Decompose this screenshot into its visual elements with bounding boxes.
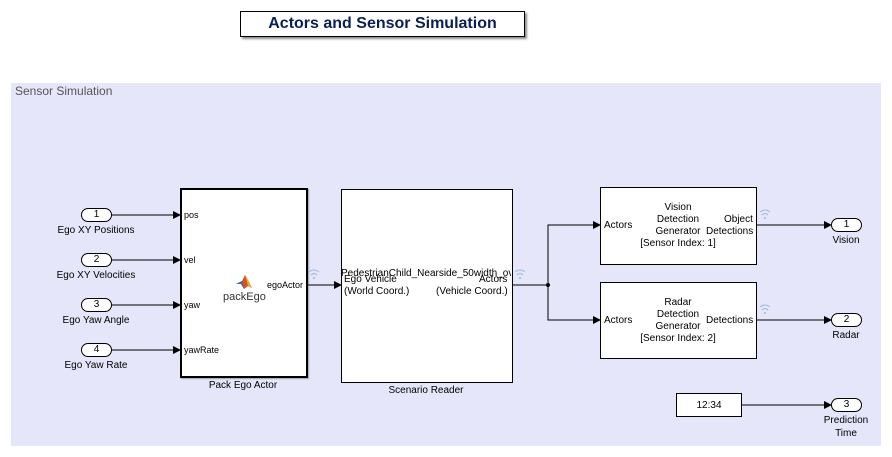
- outport-1[interactable]: 1: [831, 218, 862, 232]
- radar-block-text: Radar Detection Generator [Sensor Index:…: [630, 297, 726, 345]
- pack-ego-output-egoactor: egoActor: [267, 280, 304, 290]
- radar-detection-generator-block[interactable]: [600, 282, 757, 359]
- vision-output-line2: Detections: [706, 226, 754, 237]
- inport-3-label: Ego Yaw Angle: [62, 315, 130, 326]
- vision-line-1: Vision: [664, 202, 692, 213]
- outport-3-label-line1: Prediction: [823, 415, 869, 426]
- radar-line-3: Generator: [655, 321, 701, 332]
- radar-line-4: [Sensor Index: 2]: [640, 333, 716, 344]
- radar-output-label: Detections: [706, 315, 754, 326]
- scenario-reader-block[interactable]: [341, 189, 513, 383]
- scenario-output-line1: Actors: [479, 274, 508, 285]
- inport-1-label: Ego XY Positions: [57, 225, 135, 236]
- vision-line-4: [Sensor Index: 1]: [640, 238, 716, 249]
- pack-ego-input-vel: vel: [184, 255, 196, 265]
- inport-4[interactable]: 4: [81, 343, 112, 357]
- radar-line-1: Radar: [664, 297, 692, 308]
- vision-input-label: Actors: [604, 220, 633, 231]
- vision-block-text: Vision Detection Generator [Sensor Index…: [630, 202, 726, 250]
- model-title: Actors and Sensor Simulation: [240, 11, 525, 37]
- outport-2-label: Radar: [832, 330, 860, 341]
- wireless-signal-icon: [308, 269, 320, 279]
- inport-1[interactable]: 1: [81, 208, 112, 222]
- wireless-signal-icon: [759, 304, 771, 314]
- inport-2[interactable]: 2: [81, 253, 112, 267]
- vision-detection-generator-block[interactable]: [600, 187, 757, 265]
- inport-2-label: Ego XY Velocities: [56, 270, 136, 281]
- outport-3-label-line2: Time: [835, 428, 857, 439]
- vision-output-line1: Object: [724, 214, 753, 225]
- vision-line-3: Generator: [655, 226, 701, 237]
- scenario-reader-caption: Scenario Reader: [388, 385, 464, 396]
- inport-4-label: Ego Yaw Rate: [64, 360, 128, 371]
- outport-1-label: Vision: [832, 235, 860, 246]
- pack-ego-caption: Pack Ego Actor: [208, 380, 278, 391]
- wireless-signal-icon: [514, 269, 526, 279]
- pack-ego-input-yaw: yaw: [184, 300, 201, 310]
- radar-line-2: Detection: [656, 309, 700, 320]
- wire-actors-radar: [547, 285, 601, 324]
- pack-ego-input-pos: pos: [184, 210, 199, 220]
- sensor-simulation-label: Sensor Simulation: [15, 84, 113, 98]
- wireless-signal-icon: [759, 209, 771, 219]
- wire-actors-branch: [512, 221, 601, 286]
- vision-line-2: Detection: [656, 214, 700, 225]
- pack-ego-input-yawrate: yawRate: [184, 345, 220, 355]
- matlab-logo-icon: [236, 275, 252, 289]
- branch-point: [546, 283, 550, 287]
- scenario-output-line2: (Vehicle Coord.): [436, 286, 508, 297]
- pack-ego-function-name: packEgo: [223, 291, 266, 303]
- outport-2[interactable]: 2: [831, 313, 862, 327]
- inport-3[interactable]: 3: [81, 298, 112, 312]
- scenario-input-line2: (World Coord.): [344, 286, 410, 297]
- scenario-input-line1: Ego Vehicle: [344, 274, 397, 285]
- clock-display-block[interactable]: 12:34: [676, 393, 742, 417]
- radar-input-label: Actors: [604, 315, 633, 326]
- scenario-file-name: PedestrianChild_Nearside_50width_ov: [341, 268, 511, 279]
- outport-3[interactable]: 3: [831, 398, 862, 412]
